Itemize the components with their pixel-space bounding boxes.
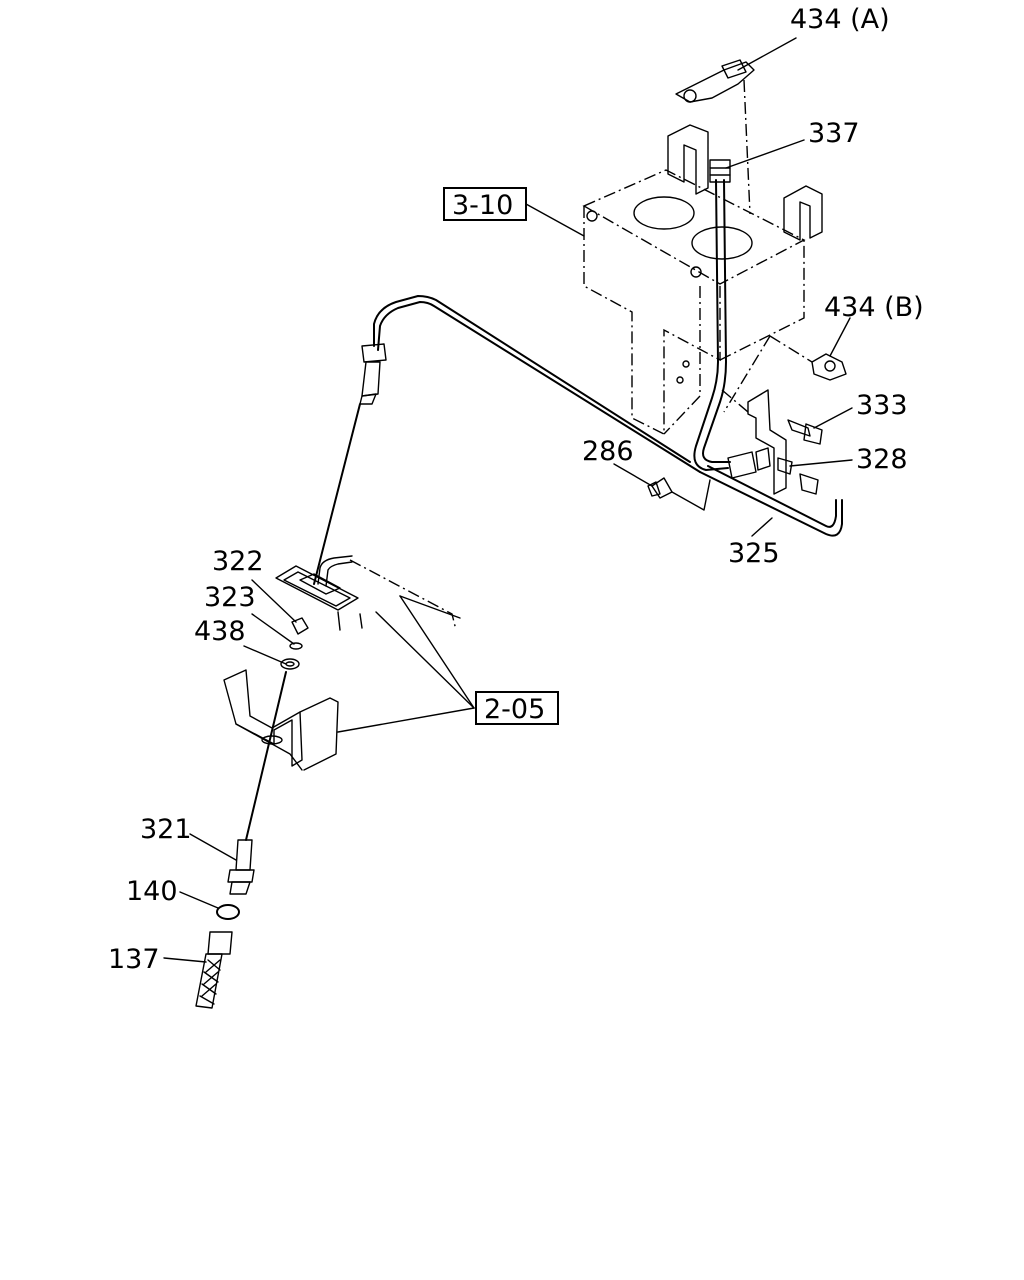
tank-assembly (582, 124, 823, 436)
ref-2-05-label: 2-05 (484, 694, 545, 725)
label-323: 323 (204, 582, 256, 613)
ref-box-3-10[interactable]: 3-10 (443, 187, 527, 221)
label-438: 438 (194, 616, 246, 647)
label-328: 328 (856, 444, 908, 475)
clip-434b-icon (811, 353, 847, 381)
bolt-333-icon (787, 419, 823, 445)
label-322: 322 (212, 546, 264, 577)
label-137: 137 (108, 944, 160, 975)
filter-head-icon (275, 555, 363, 631)
fitting-286-icon (647, 477, 673, 499)
fuel-pipe-assembly (373, 179, 843, 537)
ref-box-2-05[interactable]: 2-05 (475, 691, 559, 725)
lower-bracket-icon (223, 669, 339, 771)
washer-438-icon (280, 658, 300, 670)
hose-137-icon (195, 931, 233, 1009)
label-286: 286 (582, 436, 634, 467)
fitting-337-icon (709, 159, 731, 183)
label-140: 140 (126, 876, 178, 907)
washer-323-icon (289, 642, 303, 650)
connector-321-icon (227, 839, 255, 895)
label-434b: 434 (B) (824, 292, 924, 323)
union-328-icon (727, 447, 819, 495)
clip-434a-icon (675, 59, 755, 103)
label-325: 325 (728, 538, 780, 569)
upper-hose-connector (359, 343, 387, 405)
leader-lines (163, 37, 853, 963)
label-333: 333 (856, 390, 908, 421)
label-434a: 434 (A) (790, 4, 890, 35)
bracket-328-icon (747, 389, 787, 495)
ref-3-10-label: 3-10 (452, 190, 513, 221)
label-321: 321 (140, 814, 192, 845)
label-337: 337 (808, 118, 860, 149)
oring-140-icon (216, 904, 240, 920)
nut-322-icon (291, 617, 309, 635)
